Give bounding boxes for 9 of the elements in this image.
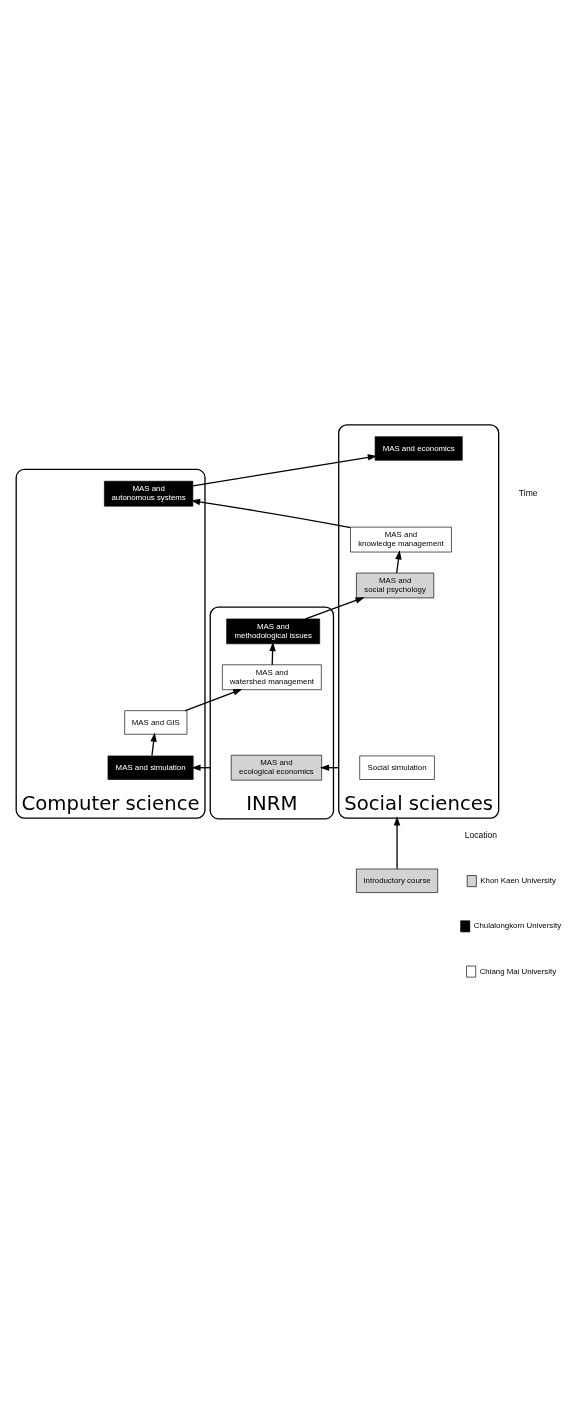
arrow: [304, 596, 365, 620]
label: Location: [464, 829, 498, 840]
arrow: [393, 815, 401, 869]
arrow: [192, 453, 377, 486]
arrow: [395, 549, 402, 574]
label: Time: [518, 487, 538, 498]
arrow: [150, 732, 157, 756]
arrow: [190, 498, 352, 528]
arrow: [184, 688, 243, 711]
